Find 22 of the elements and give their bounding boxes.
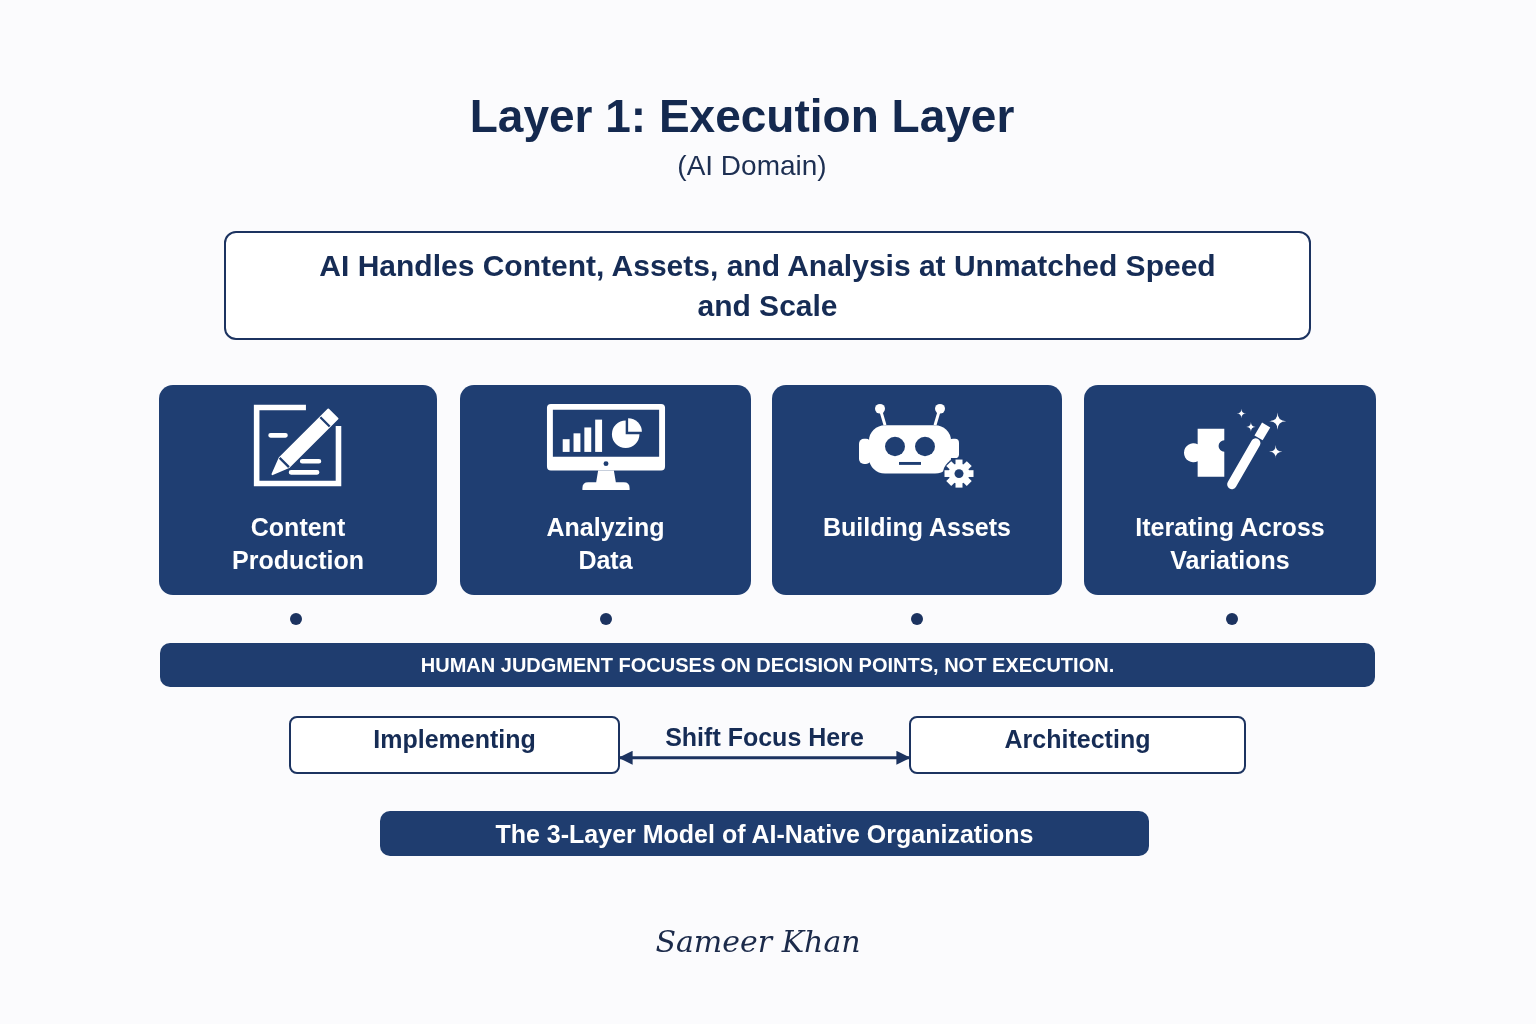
statement-banner [160,643,1375,687]
footer-banner [380,811,1149,856]
option-label: Implementing [373,724,536,754]
headline-box [224,231,1311,340]
option-label: Architecting [1004,724,1151,754]
title: Layer 1: Execution Layer [469,89,1015,144]
banner-text: HUMAN JUDGMENT FOCUSES ON DECISION POINTS, NOT EXECUTION. [420,653,1115,677]
card-label: Iterating Across Variations [1134,512,1326,576]
headline-text: AI Handles Content, Assets, and Analysis at Unmatched Speed and Scale [318,247,1217,324]
task-card [772,385,1062,595]
double-headed-arrow [618,750,911,765]
option-box [909,716,1246,774]
option-box [289,716,620,774]
task-card [460,385,751,595]
card-label: Content Production [231,512,365,576]
signature-text: Sameer Khan [655,923,861,961]
task-card [159,385,437,595]
footer-text: The 3-Layer Model of AI-Native Organizations [495,818,1034,849]
subtitle: (AI Domain) [677,149,827,183]
card-label: Analyzing Data [545,512,666,576]
task-card [1084,385,1376,595]
card-label: Building Assets [823,512,1011,543]
